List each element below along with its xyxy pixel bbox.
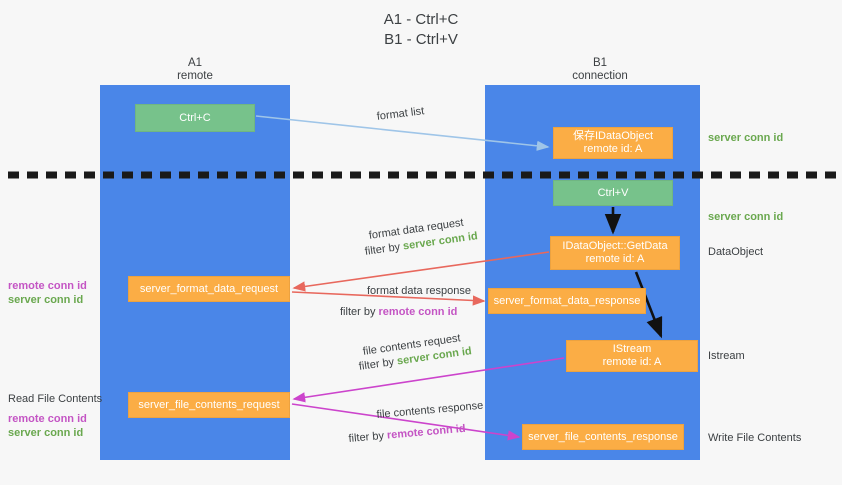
annotation-server-conn-id-1: server conn id xyxy=(8,294,84,306)
box-idataobject-line2: remote id: A xyxy=(583,143,643,155)
lane-b-role: connection xyxy=(572,70,628,82)
box-istream[interactable]: IStream remote id: A xyxy=(566,340,698,372)
box-server-file-contents-response[interactable]: server_file_contents_response xyxy=(522,424,684,450)
lane-a-role: remote xyxy=(177,70,213,82)
box-getdata-line1: IDataObject::GetData xyxy=(562,240,668,252)
title-line-2: B1 - Ctrl+V xyxy=(384,31,458,48)
page-title: A1 - Ctrl+C B1 - Ctrl+V xyxy=(0,10,842,50)
label-file-contents-response-filter-value: remote conn id xyxy=(386,422,467,442)
box-idataobject-line1: 保存IDataObject xyxy=(572,130,654,142)
annotation-istream: Istream xyxy=(708,350,745,362)
annotation-server-conn-id-second: server conn id xyxy=(708,211,784,223)
annotation-remote-conn-id-2: remote conn id xyxy=(8,413,87,425)
label-file-contents-response-filter-prefix: filter by xyxy=(348,429,388,445)
box-server-file-contents-request[interactable]: server_file_contents_request xyxy=(128,392,290,418)
box-server-format-data-response-label: server_format_data_response xyxy=(493,294,641,307)
lane-header-a1: A1 remote xyxy=(135,57,255,83)
label-format-data-response: format data response xyxy=(367,285,471,297)
box-ctrl-v[interactable]: Ctrl+V xyxy=(553,180,673,206)
box-ctrl-c-label: Ctrl+C xyxy=(179,111,211,124)
lane-b-name: B1 xyxy=(592,57,608,69)
label-format-data-request-filter-prefix: filter by xyxy=(364,240,404,258)
lane-header-b1: B1 connection xyxy=(535,57,665,83)
annotation-remote-conn-id-1: remote conn id xyxy=(8,280,87,292)
annotation-read-file-contents: Read File Contents xyxy=(8,393,103,405)
label-format-data-response-filter-value: remote conn id xyxy=(378,306,458,318)
box-server-format-data-request[interactable]: server_format_data_request xyxy=(128,276,290,302)
annotation-dataobject: DataObject xyxy=(708,246,764,258)
box-server-file-contents-request-label: server_file_contents_request xyxy=(138,398,280,411)
label-format-data-response-filter: filter by remote conn id xyxy=(340,305,457,319)
box-idataobject[interactable]: 保存IDataObject remote id: A xyxy=(553,127,673,159)
box-getdata-line2: remote id: A xyxy=(585,253,645,265)
label-format-data-response-filter-prefix: filter by xyxy=(340,306,379,318)
title-line-1: A1 - Ctrl+C xyxy=(383,11,459,28)
box-server-format-data-response[interactable]: server_format_data_response xyxy=(488,288,646,314)
box-getdata[interactable]: IDataObject::GetData remote id: A xyxy=(550,236,680,270)
annotation-write-file-contents: Write File Contents xyxy=(708,432,802,444)
box-istream-line1: IStream xyxy=(612,343,652,355)
lane-a-name: A1 xyxy=(187,57,203,69)
label-format-list: format list xyxy=(376,105,425,123)
box-ctrl-v-label: Ctrl+V xyxy=(597,186,629,199)
annotation-server-conn-id-2: server conn id xyxy=(8,427,84,439)
box-server-file-contents-response-label: server_file_contents_response xyxy=(528,430,678,443)
box-ctrl-c[interactable]: Ctrl+C xyxy=(135,104,255,132)
annotation-server-conn-id-top: server conn id xyxy=(708,132,784,144)
annotation-conn-ids-upper: remote conn id server conn id xyxy=(8,279,87,307)
label-file-contents-response-filter: filter by remote conn id xyxy=(348,422,466,446)
box-istream-line2: remote id: A xyxy=(602,356,662,368)
label-file-contents-response: file contents response xyxy=(376,399,484,421)
label-file-contents-request-filter-prefix: filter by xyxy=(358,355,398,373)
annotation-conn-ids-lower: remote conn id server conn id xyxy=(8,412,87,440)
box-server-format-data-request-label: server_format_data_request xyxy=(139,282,279,295)
